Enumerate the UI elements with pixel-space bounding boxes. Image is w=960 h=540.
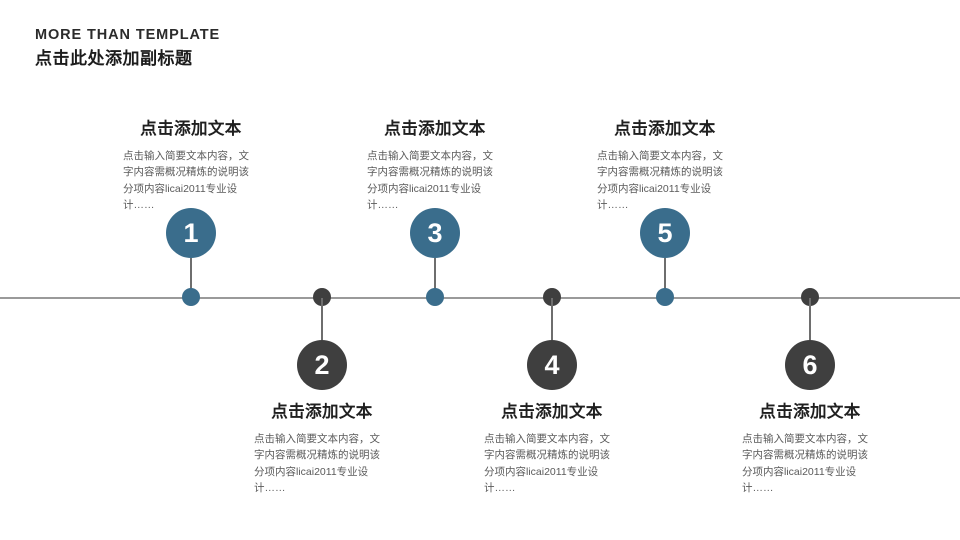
milestone-6-number-circle[interactable]: 6 [785, 340, 835, 390]
milestone-3-heading: 点击添加文本 [384, 120, 486, 138]
milestone-5-axis-dot[interactable] [656, 288, 674, 306]
milestone-3-axis-dot[interactable] [426, 288, 444, 306]
milestone-4-heading: 点击添加文本 [501, 403, 603, 421]
milestone-1-number-circle[interactable]: 1 [166, 208, 216, 258]
milestone-6-heading: 点击添加文本 [759, 403, 861, 421]
milestone-3-body: 点击输入简要文本内容，文字内容需概况精炼的说明该分项内容licai2011专业设… [367, 150, 493, 211]
milestone-4-body: 点击输入简要文本内容，文字内容需概况精炼的说明该分项内容licai2011专业设… [484, 433, 610, 494]
milestone-4-connector-line [551, 298, 553, 340]
milestone-2-connector-line [321, 298, 323, 340]
milestone-4-number-circle[interactable]: 4 [527, 340, 577, 390]
milestone-3-number-circle[interactable]: 3 [410, 208, 460, 258]
milestone-4-axis-dot[interactable] [543, 288, 561, 306]
milestone-1-connector-line [190, 258, 192, 298]
milestone-4-text-block: 点击添加文本 点击输入简要文本内容，文字内容需概况精炼的说明该分项内容licai… [484, 398, 620, 496]
milestone-1-heading: 点击添加文本 [140, 120, 242, 138]
milestone-1-axis-dot[interactable] [182, 288, 200, 306]
milestone-5-number-circle[interactable]: 5 [640, 208, 690, 258]
milestone-6-body: 点击输入简要文本内容，文字内容需概况精炼的说明该分项内容licai2011专业设… [742, 433, 868, 494]
milestone-6-connector-line [809, 298, 811, 340]
milestone-5-heading: 点击添加文本 [614, 120, 716, 138]
milestone-2-text-block: 点击添加文本 点击输入简要文本内容，文字内容需概况精炼的说明该分项内容licai… [254, 398, 390, 496]
milestone-2-axis-dot[interactable] [313, 288, 331, 306]
milestone-2-heading: 点击添加文本 [271, 403, 373, 421]
milestone-3-text-block: 点击添加文本 点击输入简要文本内容，文字内容需概况精炼的说明该分项内容licai… [367, 115, 503, 213]
milestone-1-body: 点击输入简要文本内容，文字内容需概况精炼的说明该分项内容licai2011专业设… [123, 150, 249, 211]
milestone-3-connector-line [434, 258, 436, 298]
milestone-6-text-block: 点击添加文本 点击输入简要文本内容，文字内容需概况精炼的说明该分项内容licai… [742, 398, 878, 496]
milestone-6-axis-dot[interactable] [801, 288, 819, 306]
milestone-2-number-circle[interactable]: 2 [297, 340, 347, 390]
milestone-5-text-block: 点击添加文本 点击输入简要文本内容，文字内容需概况精炼的说明该分项内容licai… [597, 115, 733, 213]
timeline-axis [0, 297, 960, 299]
milestone-2-body: 点击输入简要文本内容，文字内容需概况精炼的说明该分项内容licai2011专业设… [254, 433, 380, 494]
title-block: MORE THAN TEMPLATE 点击此处添加副标题 [35, 28, 220, 67]
milestone-5-body: 点击输入简要文本内容，文字内容需概况精炼的说明该分项内容licai2011专业设… [597, 150, 723, 211]
page-subtitle-chinese: 点击此处添加副标题 [35, 48, 193, 68]
milestone-5-connector-line [664, 258, 666, 298]
page-title-english: MORE THAN TEMPLATE [35, 27, 221, 43]
milestone-1-text-block: 点击添加文本 点击输入简要文本内容，文字内容需概况精炼的说明该分项内容licai… [123, 115, 259, 213]
